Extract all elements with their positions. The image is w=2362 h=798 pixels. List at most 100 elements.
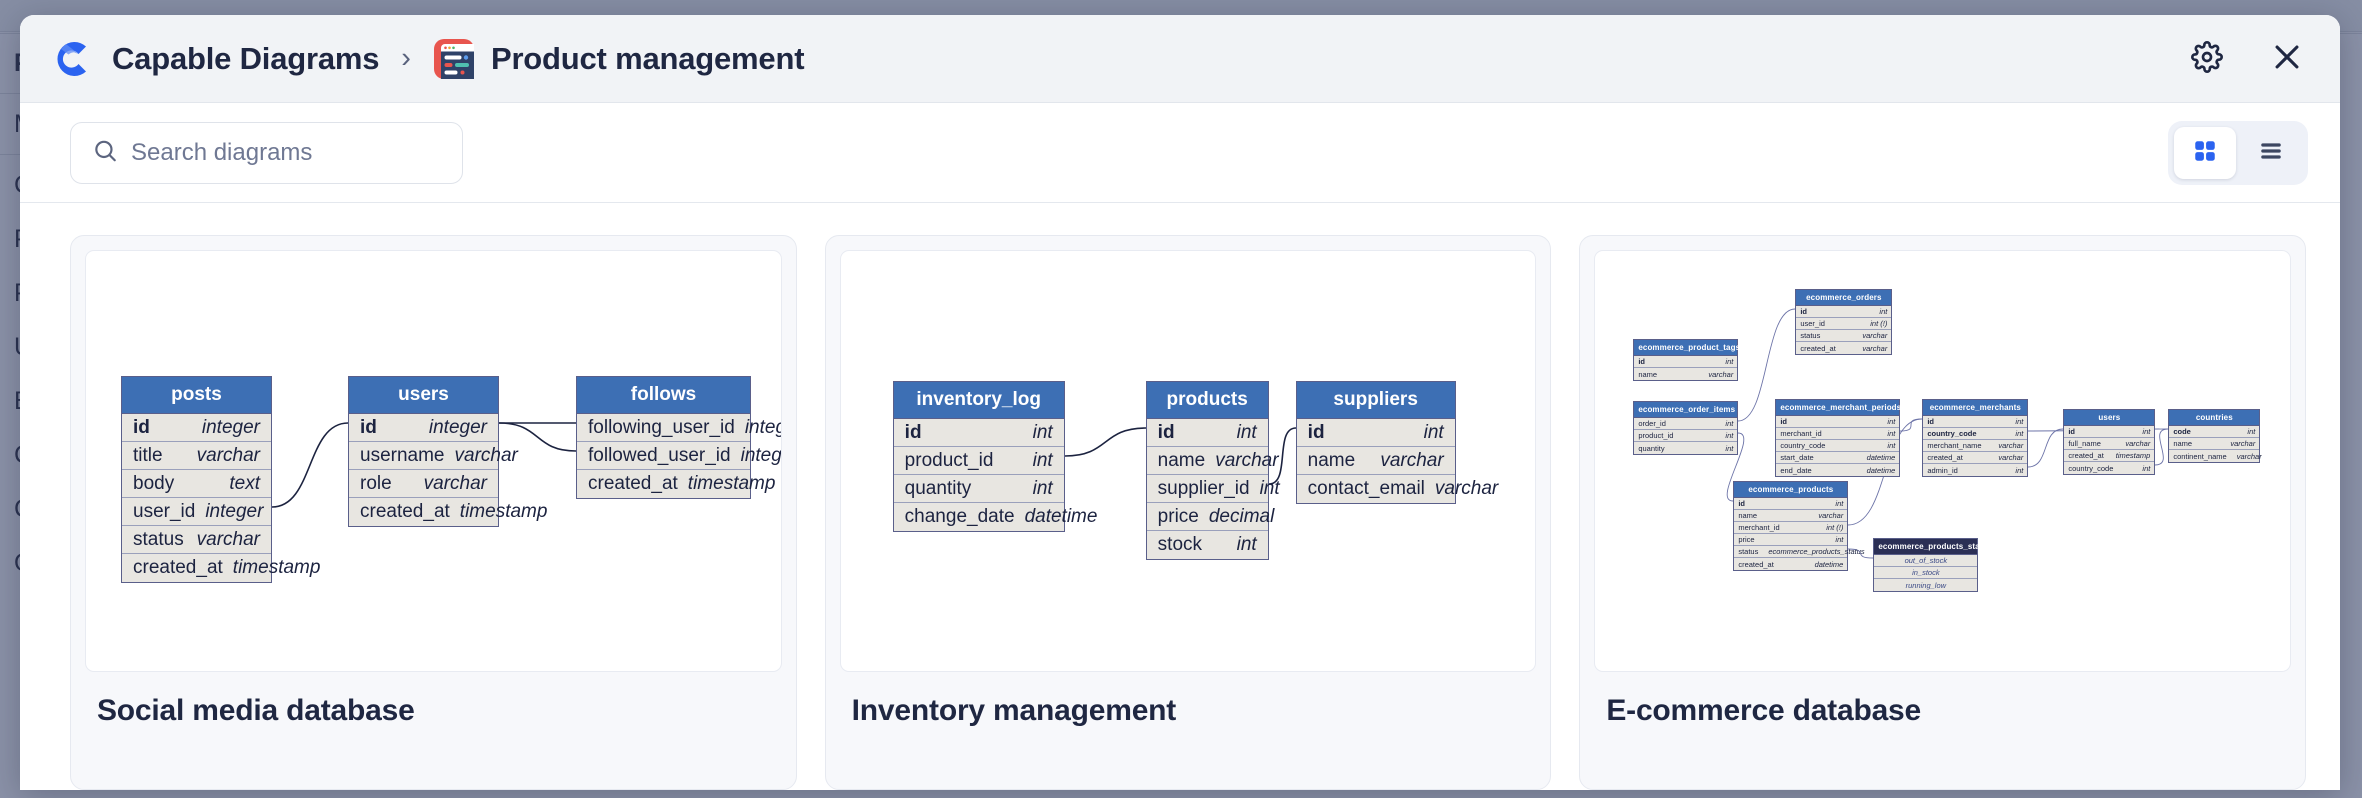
er-field-type: integer [205,500,264,522]
er-field-name: following_user_id [588,416,735,438]
er-table-header: posts [122,377,271,414]
grid-view-button[interactable] [2174,126,2236,179]
er-field-name: price [1738,535,1755,544]
er-table-header: users [2064,410,2155,426]
diagram-card[interactable]: *1*1*1*1*1*1*1ecommerce_product_tagsidin… [1579,235,2307,790]
diagram-card-title: Inventory management [851,694,1177,727]
er-field-name: name [2173,439,2193,448]
er-field-type: int [2015,417,2024,426]
er-field-type: int [2247,427,2256,436]
er-field-name: created_at [1738,559,1774,569]
close-icon [2270,40,2304,77]
er-field-name: out_of_stock [1904,556,1948,565]
header-actions [2184,36,2310,82]
search-field [70,121,463,184]
er-diagram[interactable]: *11*1*postsidintegertitlevarcharbodytext… [86,251,781,671]
er-relation-line [1064,427,1146,457]
er-field-name: id [360,416,377,438]
er-field-type: int [1725,443,1734,453]
gear-icon [2191,41,2223,76]
er-relation-line [1900,418,1923,432]
er-field-name: username [360,444,445,466]
er-table-row: id integer [349,414,498,442]
breadcrumb: Capable Diagrams [48,36,379,82]
er-field-type: int [1725,431,1734,440]
diagram-preview[interactable]: *1*1*1*1*1*1*1ecommerce_product_tagsidin… [1594,250,2292,672]
diagram-preview[interactable]: *1*1inventory_logidintproduct_idintquant… [839,250,1537,672]
er-table-row: id int [1776,416,1900,428]
diagram-card[interactable]: *11*1*postsidintegertitlevarcharbodytext… [70,235,797,790]
er-field-type: int [1879,307,1888,316]
er-field-type: timestamp [232,557,321,578]
er-field-name: price [1157,505,1199,527]
grid-view-icon [2192,138,2218,167]
diagram-preview[interactable]: *11*1*postsidintegertitlevarcharbodytext… [85,250,782,672]
settings-button[interactable] [2184,36,2230,82]
brand-name[interactable]: Capable Diagrams [112,40,380,76]
er-field-type: int [1835,499,1844,508]
er-field-name: name [1157,449,1206,471]
toolbar [20,103,2340,203]
er-field-type: int [1032,477,1053,499]
er-field-type: int [1887,417,1896,426]
er-field-name: id [904,421,922,443]
er-field-name: id [2068,427,2076,436]
er-field-type: int [1236,534,1257,555]
er-field-name: product_id [1638,431,1674,440]
er-field-name: id [1780,417,1788,426]
er-field-type: integer [428,416,487,438]
list-view-button[interactable] [2240,127,2302,179]
er-relation-line [2155,428,2169,466]
er-diagram[interactable]: *1*1inventory_logidintproduct_idintquant… [841,251,1536,671]
search-input[interactable] [70,121,463,184]
er-field-name: body [133,472,175,494]
er-field-name: start_date [1780,453,1814,462]
product-management-icon [433,38,475,80]
er-table-header: ecommerce_products [1734,482,1848,498]
er-relation-line [1268,427,1296,485]
er-field-name: id [133,416,150,438]
er-field-name: status [1738,547,1759,556]
er-field-type: int [2015,465,2024,475]
er-field-name: contact_email [1307,478,1425,499]
er-table-header: countries [2169,410,2260,426]
er-table-header: ecommerce_products_status [1874,539,1992,555]
er-field-name: end_date [1780,465,1812,475]
er-table-header: users [349,377,498,414]
er-field-name: merchant_id [1780,429,1822,438]
er-diagram[interactable]: *1*1*1*1*1*1*1ecommerce_product_tagsidin… [1595,251,2290,671]
er-field-type: int [1032,421,1053,443]
close-button[interactable] [2264,36,2310,82]
er-field-name: product_id [904,449,994,471]
er-field-type: varchar [1434,478,1499,499]
diagram-card-title: Social media database [97,694,415,727]
er-field-type: int [1887,429,1896,438]
diagram-card[interactable]: *1*1inventory_logidintproduct_idintquant… [824,235,1552,790]
er-field-type: int [1259,477,1280,499]
er-relation-line [271,422,349,508]
er-field-type: varchar [196,444,260,466]
view-mode-toggle [2168,120,2308,185]
